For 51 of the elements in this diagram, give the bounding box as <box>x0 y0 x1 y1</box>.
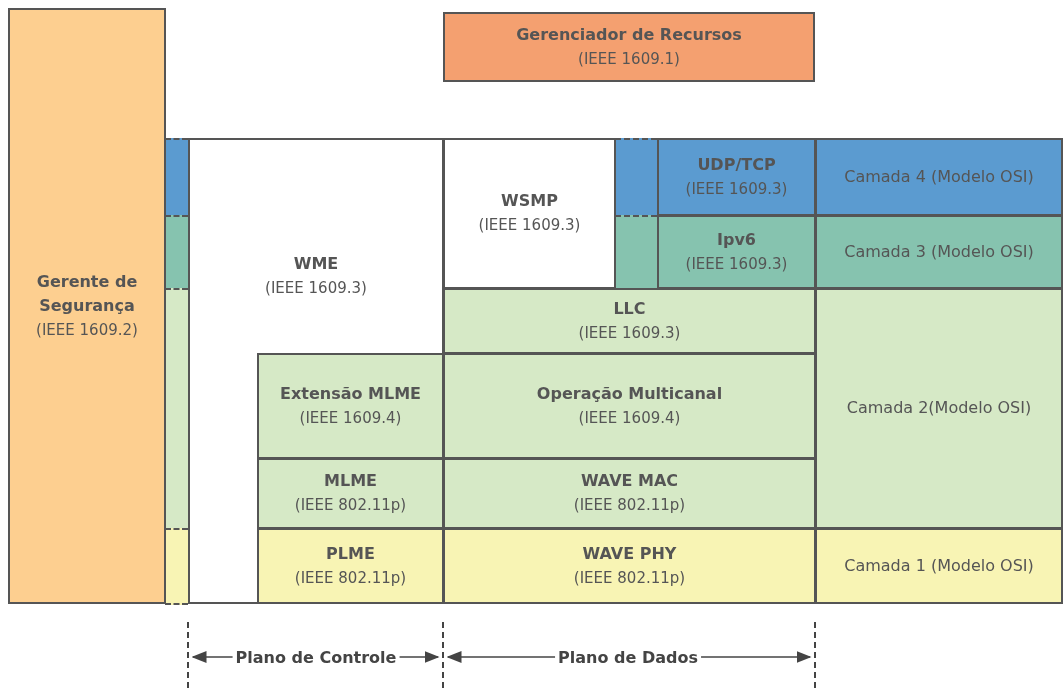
component-box <box>443 528 816 604</box>
standard-label: (IEEE 802.11p) <box>573 567 686 589</box>
layer-label: Camada 2(Modelo OSI) <box>846 397 1032 420</box>
component-box <box>257 458 444 529</box>
standard-label: (IEEE 1609.3) <box>478 215 581 237</box>
component-name: Extensão MLME <box>280 382 421 405</box>
component-name: WSMP <box>501 190 558 213</box>
component-box <box>657 138 816 216</box>
component-box <box>443 138 616 289</box>
component-name: UDP/TCP <box>697 153 776 176</box>
component-name: LLC <box>613 297 646 320</box>
layer-band <box>615 215 657 290</box>
layer-box <box>815 528 1063 604</box>
component-name: Gerenciador de Recursos <box>516 23 742 46</box>
component-name: WAVE PHY <box>582 542 677 565</box>
standard-label: (IEEE 802.11p) <box>294 495 407 517</box>
layer-band <box>165 528 188 605</box>
standard-label: (IEEE 1609.3) <box>685 178 788 200</box>
component-box <box>443 288 816 354</box>
component-name: WAVE MAC <box>580 470 679 493</box>
layer-band <box>165 288 188 530</box>
layer-label: Camada 1 (Modelo OSI) <box>844 554 1034 577</box>
layer-band <box>615 138 657 217</box>
layer-label: Camada 4 (Modelo OSI) <box>844 165 1034 188</box>
component-name: WME <box>293 252 339 275</box>
component-box <box>657 215 816 289</box>
standard-label: (IEEE 1609.4) <box>299 407 402 429</box>
component-box <box>188 138 444 604</box>
standard-label: (IEEE 1609.3) <box>578 322 681 344</box>
component-name: PLME <box>326 542 375 565</box>
component-box <box>257 353 444 459</box>
component-name: MLME <box>324 470 377 493</box>
component-box <box>257 528 444 604</box>
layer-box <box>815 288 1063 529</box>
component-box <box>443 353 816 459</box>
layer-box <box>815 138 1063 216</box>
standard-label: (IEEE 1609.4) <box>578 407 681 429</box>
component-box <box>443 12 815 82</box>
standard-label: (IEEE 1609.3) <box>265 277 367 299</box>
component-name: Operação Multicanal <box>536 382 723 405</box>
component-box <box>443 458 816 529</box>
standard-label: (IEEE 1609.1) <box>578 48 680 70</box>
layer-label: Camada 3 (Modelo OSI) <box>844 240 1034 263</box>
standard-label: (IEEE 1609.3) <box>685 253 788 275</box>
component-name: Ipv6 <box>717 228 756 251</box>
standard-label: (IEEE 802.11p) <box>573 495 686 517</box>
standard-label: (IEEE 1609.2) <box>36 320 138 342</box>
layer-box <box>815 215 1063 289</box>
component-box <box>8 8 166 604</box>
standard-label: (IEEE 802.11p) <box>294 567 407 589</box>
component-name: Gerente de Segurança <box>35 270 139 318</box>
